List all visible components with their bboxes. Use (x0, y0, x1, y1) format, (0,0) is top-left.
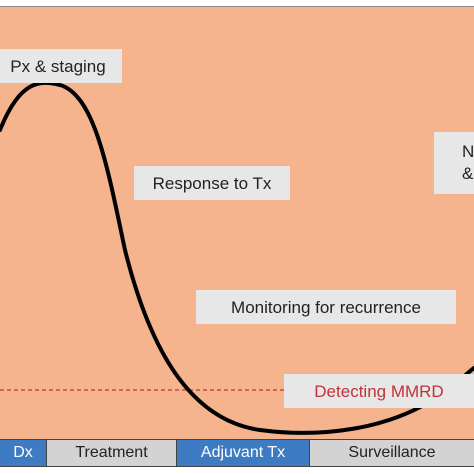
timeline-treatment: Treatment (47, 440, 177, 466)
detecting-mmrd-label: Detecting MMRD (284, 374, 474, 408)
next-step-line1: N (462, 142, 474, 161)
next-step-line2: & (462, 164, 474, 183)
next-step-label: N & (434, 132, 474, 194)
timeline-adjuvant: Adjuvant Tx (177, 440, 310, 466)
monitoring-recurrence-label: Monitoring for recurrence (196, 290, 456, 324)
timeline-dx: Dx (0, 440, 47, 466)
px-staging-label: Px & staging (0, 49, 122, 83)
timeline-surveillance: Surveillance (310, 440, 474, 466)
timeline-bar: Dx Treatment Adjuvant Tx Surveillance (0, 439, 474, 467)
response-to-tx-label: Response to Tx (134, 166, 290, 200)
